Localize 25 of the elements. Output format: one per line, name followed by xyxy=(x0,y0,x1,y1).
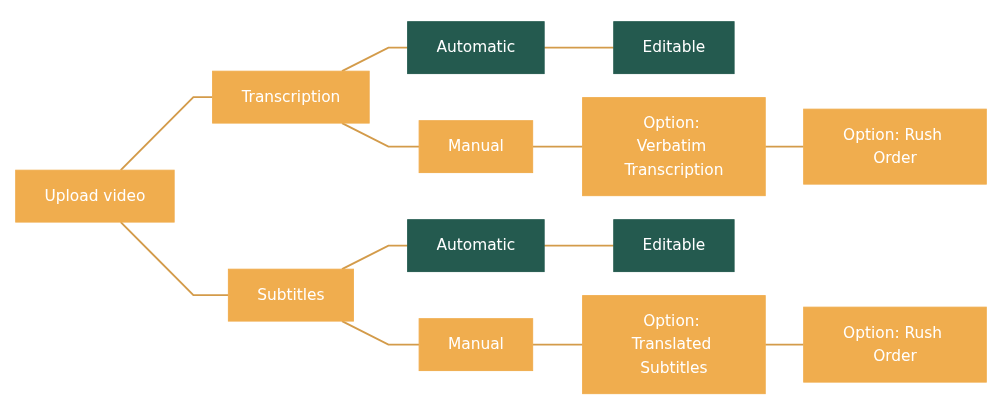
connector xyxy=(341,320,421,346)
node-box: Option: Rush Order xyxy=(803,109,987,185)
node-box: Upload video xyxy=(15,170,175,223)
node-box: Manual xyxy=(418,120,534,174)
connector xyxy=(341,47,409,73)
node-box: Option: Translated Subtitles xyxy=(582,295,766,395)
node-box: Editable xyxy=(613,219,735,273)
connector xyxy=(341,245,409,271)
connector xyxy=(531,344,584,346)
node-box: Editable xyxy=(613,21,735,75)
node-box: Option: Verbatim Transcription xyxy=(582,97,766,197)
connector xyxy=(341,122,421,148)
connector xyxy=(764,146,805,148)
node-box: Automatic xyxy=(407,21,545,75)
connector xyxy=(543,47,615,49)
connector xyxy=(531,146,584,148)
connector xyxy=(119,96,214,172)
node-box: Subtitles xyxy=(227,269,354,322)
node-box: Option: Rush Order xyxy=(803,307,987,383)
connector xyxy=(119,221,230,297)
node-box: Automatic xyxy=(407,219,545,273)
connector xyxy=(764,344,805,346)
connector xyxy=(543,245,615,247)
node-box: Manual xyxy=(418,318,534,372)
node-box: Transcription xyxy=(212,71,370,124)
